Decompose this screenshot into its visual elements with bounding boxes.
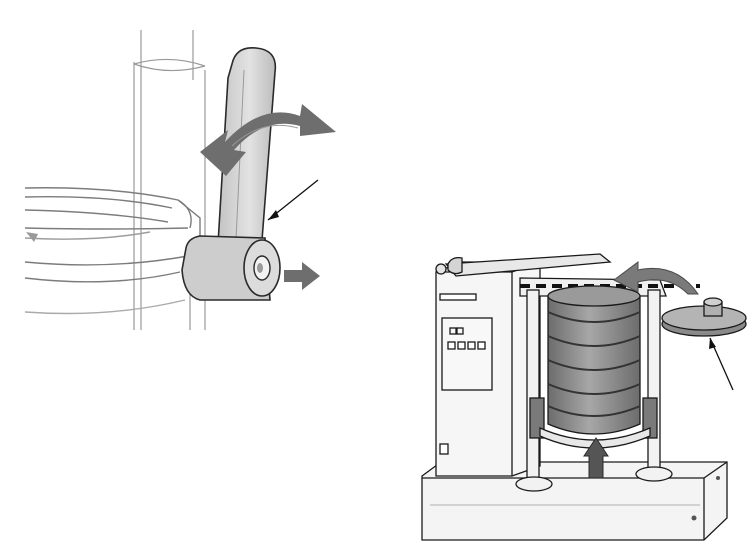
clamp-lever	[181, 47, 281, 301]
up-arrow-icon	[583, 437, 609, 479]
right-arrow-icon	[284, 262, 320, 290]
sieve-stack	[539, 285, 651, 449]
swing-arrow-icon	[613, 261, 699, 295]
sieve-plate	[24, 187, 201, 315]
panel-button	[467, 341, 476, 350]
panel-button	[447, 341, 456, 350]
sieve-shaker	[421, 253, 747, 541]
curved-rotate-arrow-icon	[200, 104, 336, 176]
sieve-lid	[661, 297, 747, 337]
lever-closeup	[24, 30, 336, 330]
guide-rods	[515, 289, 673, 492]
panel-button	[457, 341, 466, 350]
housing	[435, 261, 541, 477]
panel-button	[477, 341, 486, 350]
